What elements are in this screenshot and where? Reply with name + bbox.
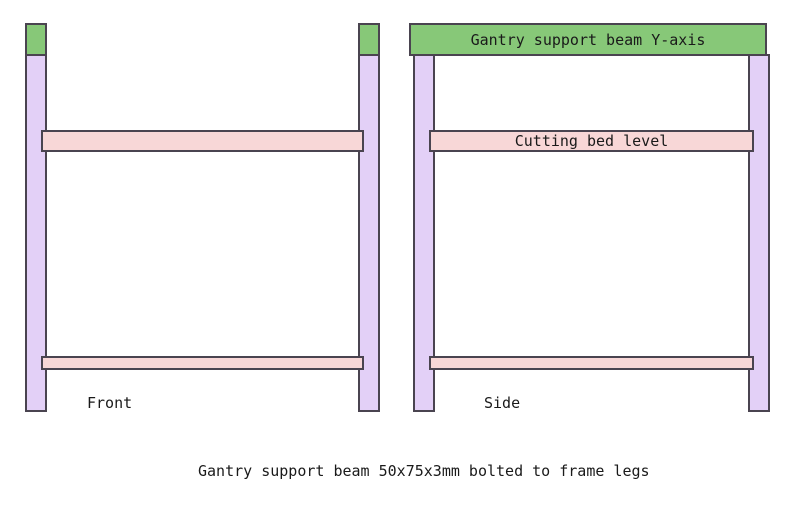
side-view-label: Side: [484, 394, 521, 412]
gantry-support-beam-label: Gantry support beam Y-axis: [470, 30, 706, 49]
specification-notes: Gantry support beam 50x75x3mm bolted to …: [198, 424, 650, 521]
side-view-lower-cross-beam: [429, 356, 754, 370]
note-line-2: Frame is 50x50x3mm welded: [198, 519, 650, 521]
side-view-cutting-bed-beam: Cutting bed level: [429, 130, 754, 152]
front-view-lower-cross-beam: [41, 356, 364, 370]
cutting-bed-level-label: Cutting bed level: [514, 132, 669, 150]
front-view-left-gantry-stub: [25, 23, 47, 56]
front-view-label: Front: [87, 394, 133, 412]
front-view-right-gantry-stub: [358, 23, 380, 56]
side-view-gantry-support-beam: Gantry support beam Y-axis: [409, 23, 767, 56]
note-line-1: Gantry support beam 50x75x3mm bolted to …: [198, 462, 650, 480]
front-view-cutting-bed-beam: [41, 130, 364, 152]
